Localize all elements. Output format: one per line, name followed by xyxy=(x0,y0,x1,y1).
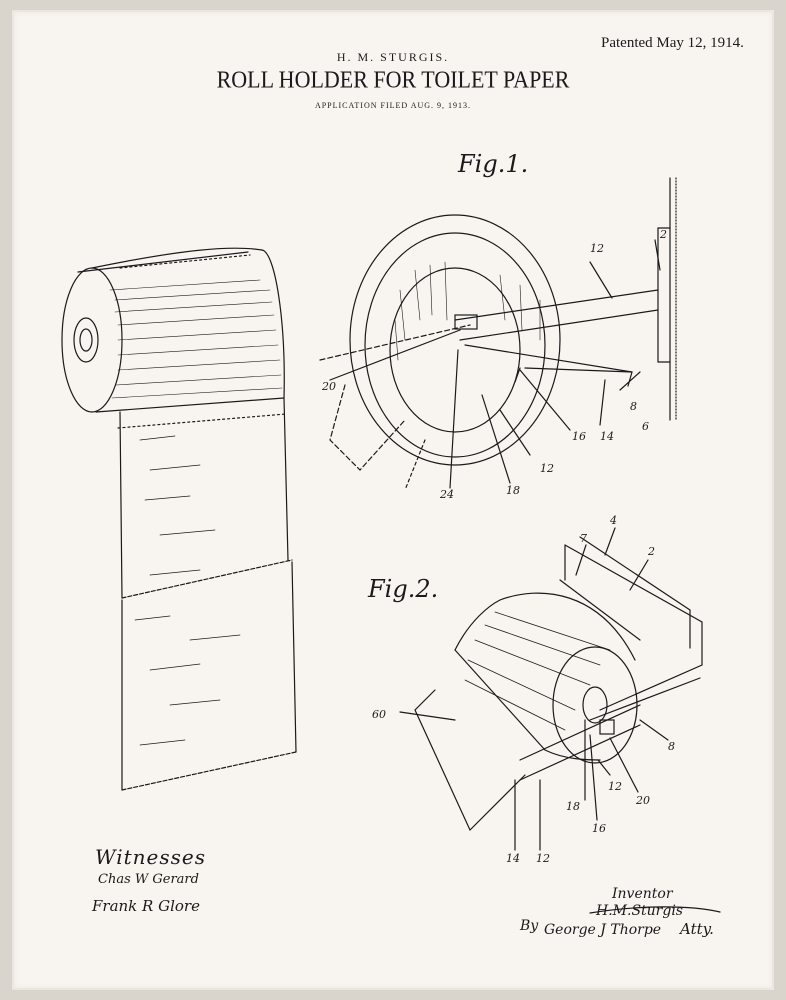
witness-signature: Chas W Gerard xyxy=(98,872,199,887)
fig1-illustration xyxy=(319,177,677,491)
fig1-label: Fig.1. xyxy=(458,150,529,178)
fig2-ref: 12 xyxy=(608,780,622,793)
by-label: By xyxy=(520,918,539,934)
patent-title: ROLL HOLDER FOR TOILET PAPER xyxy=(216,65,570,93)
fig1-ref: 18 xyxy=(506,484,520,497)
fig2-ref: 12 xyxy=(536,852,550,865)
patent-sheet xyxy=(12,10,774,990)
fig1-ref: 24 xyxy=(440,488,454,501)
fig2-ref: 4 xyxy=(610,514,617,527)
fig1-ref: 20 xyxy=(322,380,336,393)
signature-flourish xyxy=(589,906,721,914)
fig2-illustration xyxy=(399,527,703,851)
fig2-ref: 16 xyxy=(592,822,606,835)
fig2-ref: 14 xyxy=(506,852,520,865)
inventor-signature: H.M.Sturgis xyxy=(596,903,683,919)
fig2-ref: 8 xyxy=(668,740,675,753)
fig1-ref: 2 xyxy=(660,228,667,241)
witness-signature: Frank R Glore xyxy=(92,897,200,915)
inventor-header: H. M. STURGIS. xyxy=(336,50,450,64)
fig1-ref: 12 xyxy=(540,462,554,475)
fig1-ref: 12 xyxy=(590,242,604,255)
fig1-ref: 6 xyxy=(642,420,649,433)
inventor-label: Inventor xyxy=(612,886,673,902)
attorney-signature: George J Thorpe xyxy=(544,922,662,938)
patent-date: Patented May 12, 1914. xyxy=(601,35,744,51)
fig2-ref: 2 xyxy=(648,545,655,558)
fig1-ref: 14 xyxy=(600,430,614,443)
fig2-ref: 7 xyxy=(580,532,587,545)
fig1-ref: 8 xyxy=(630,400,637,413)
fig2-ref: 18 xyxy=(566,800,580,813)
witnesses-label: Witnesses xyxy=(95,845,206,869)
application-filed: APPLICATION FILED AUG. 9, 1913. xyxy=(314,101,472,110)
attorney-label: Atty. xyxy=(680,920,714,938)
fig2-label: Fig.2. xyxy=(368,575,439,603)
fig1-ref: 16 xyxy=(572,430,586,443)
fig2-ref: 20 xyxy=(636,794,650,807)
hanging-roll-illustration xyxy=(61,247,297,791)
fig2-ref: 60 xyxy=(372,708,386,721)
